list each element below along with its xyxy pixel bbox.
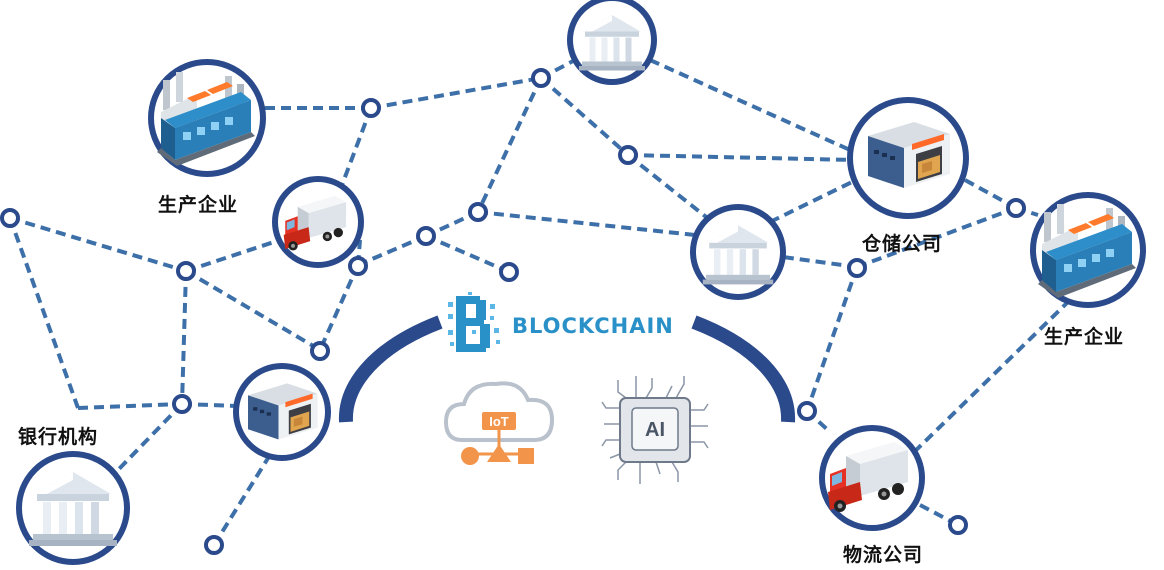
cloud-icon: IoT	[443, 381, 555, 465]
chip-icon: AI	[601, 376, 709, 484]
network-nodes	[0, 68, 1026, 555]
label-logistics: 物流公司	[843, 544, 924, 566]
network-node	[361, 98, 381, 118]
network-node	[468, 202, 488, 222]
blockchain-title: BLOCKCHAIN	[512, 314, 674, 338]
label-bank: 银行机构	[18, 426, 99, 448]
node-factory-left	[148, 59, 266, 177]
network-node	[310, 341, 330, 361]
network-node	[0, 208, 20, 228]
network-node	[172, 394, 192, 414]
node-truck-right	[819, 425, 925, 531]
node-truck-left	[272, 176, 364, 268]
network-node	[348, 256, 368, 276]
network-node	[204, 535, 224, 555]
node-warehouse-right	[847, 97, 969, 219]
network-node	[797, 401, 817, 421]
label-producer-right: 生产企业	[1044, 326, 1125, 348]
ai-label: AI	[645, 419, 665, 441]
node-warehouse-left	[233, 363, 331, 461]
node-factory-right	[1030, 192, 1146, 308]
network-links	[8, 58, 1072, 547]
node-bank-bottom	[16, 451, 130, 565]
network-node	[176, 261, 196, 281]
iot-label: IoT	[489, 414, 509, 429]
node-bank-top	[567, 0, 657, 85]
node-bank-middle	[690, 204, 786, 300]
network-node	[618, 145, 638, 165]
blockchain-arc-left	[338, 315, 443, 423]
network-node	[948, 515, 968, 535]
blockchain-logo-icon	[446, 292, 506, 356]
label-warehouse: 仓储公司	[862, 233, 943, 255]
network-node	[1006, 198, 1026, 218]
network-node	[847, 258, 867, 278]
network-node	[499, 262, 519, 282]
label-producer-left: 生产企业	[158, 194, 239, 216]
network-node	[416, 226, 436, 246]
network-node	[531, 68, 551, 88]
blockchain-arc-right	[691, 315, 796, 423]
